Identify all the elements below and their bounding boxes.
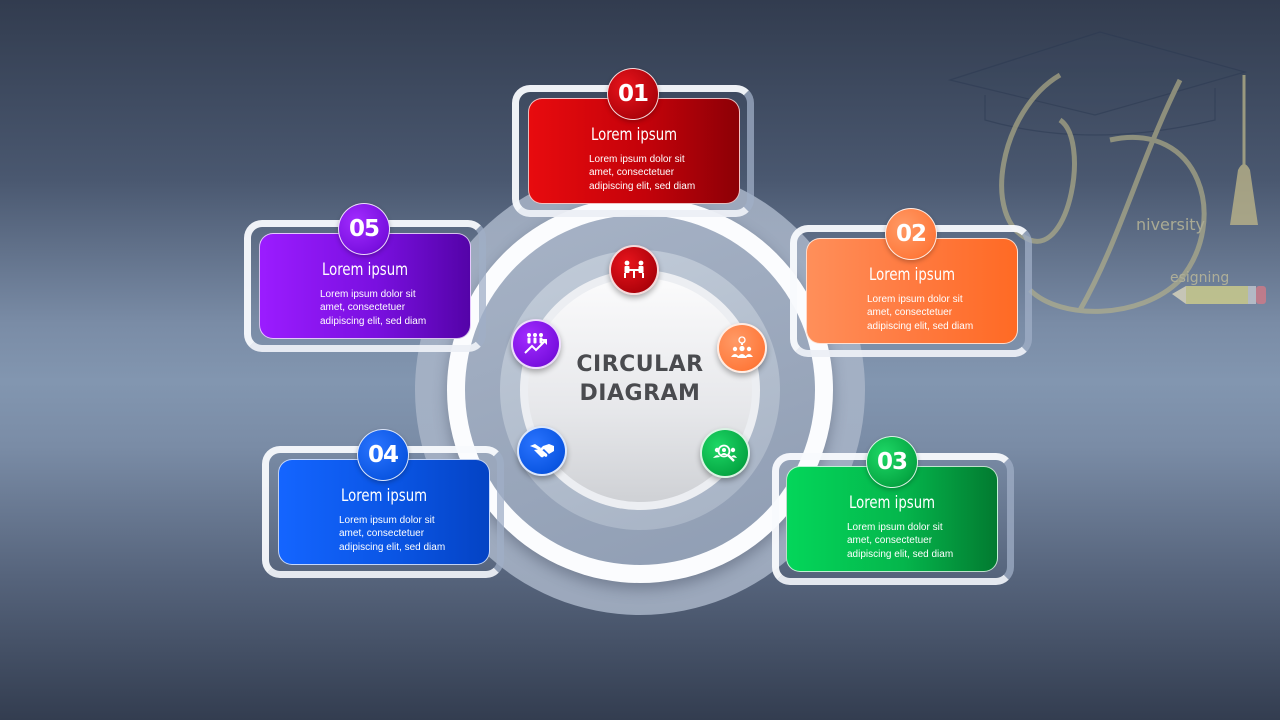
step-05-title: Lorem ipsum [321,260,409,280]
center-title-line-2: DIAGRAM [579,381,701,406]
step-04-icon-circle [517,426,567,476]
step-02-number-badge: 02 [885,208,937,260]
team-growth-icon [524,333,547,354]
step-01-title: Lorem ipsum [590,125,678,145]
step-04-body: Lorem ipsum dolor sit amet, consectetuer… [339,515,446,553]
watermark-text-2: esigning [1170,270,1229,286]
center-title: CIRCULAR DIAGRAM [528,350,752,408]
center-title-line-1: CIRCULAR [576,352,704,377]
handshake-icon [530,444,554,458]
watermark-text-1: niversity [1136,215,1205,234]
pencil-icon [1172,286,1266,304]
step-02-title: Lorem ipsum [868,265,956,285]
step-01-number-badge: 01 [607,68,659,120]
step-03-number-badge: 03 [866,436,918,488]
meeting-icon [624,260,644,278]
step-01-icon-circle [609,245,659,295]
graduation-cap-icon [947,31,1248,136]
step-05-number-badge: 05 [338,203,390,255]
step-03-icon-circle [700,428,750,478]
step-04-number-badge: 04 [357,429,409,481]
watermark-logo: niversity esigning [947,31,1266,314]
step-01-body: Lorem ipsum dolor sit amet, consectetuer… [589,154,696,192]
step-03-title: Lorem ipsum [848,493,936,513]
tassel-icon [1230,164,1258,225]
team-search-icon [713,444,737,462]
step-02-card: Lorem ipsum Lorem ipsum dolor sit amet, … [806,238,1018,344]
team-idea-icon [731,336,753,358]
step-02-icon-circle [717,323,767,373]
step-02-body: Lorem ipsum dolor sit amet, consectetuer… [867,294,974,332]
step-03-body: Lorem ipsum dolor sit amet, consectetuer… [847,522,954,560]
step-04-title: Lorem ipsum [340,486,428,506]
step-05-icon-circle [511,319,561,369]
step-05-body: Lorem ipsum dolor sit amet, consectetuer… [320,289,427,327]
